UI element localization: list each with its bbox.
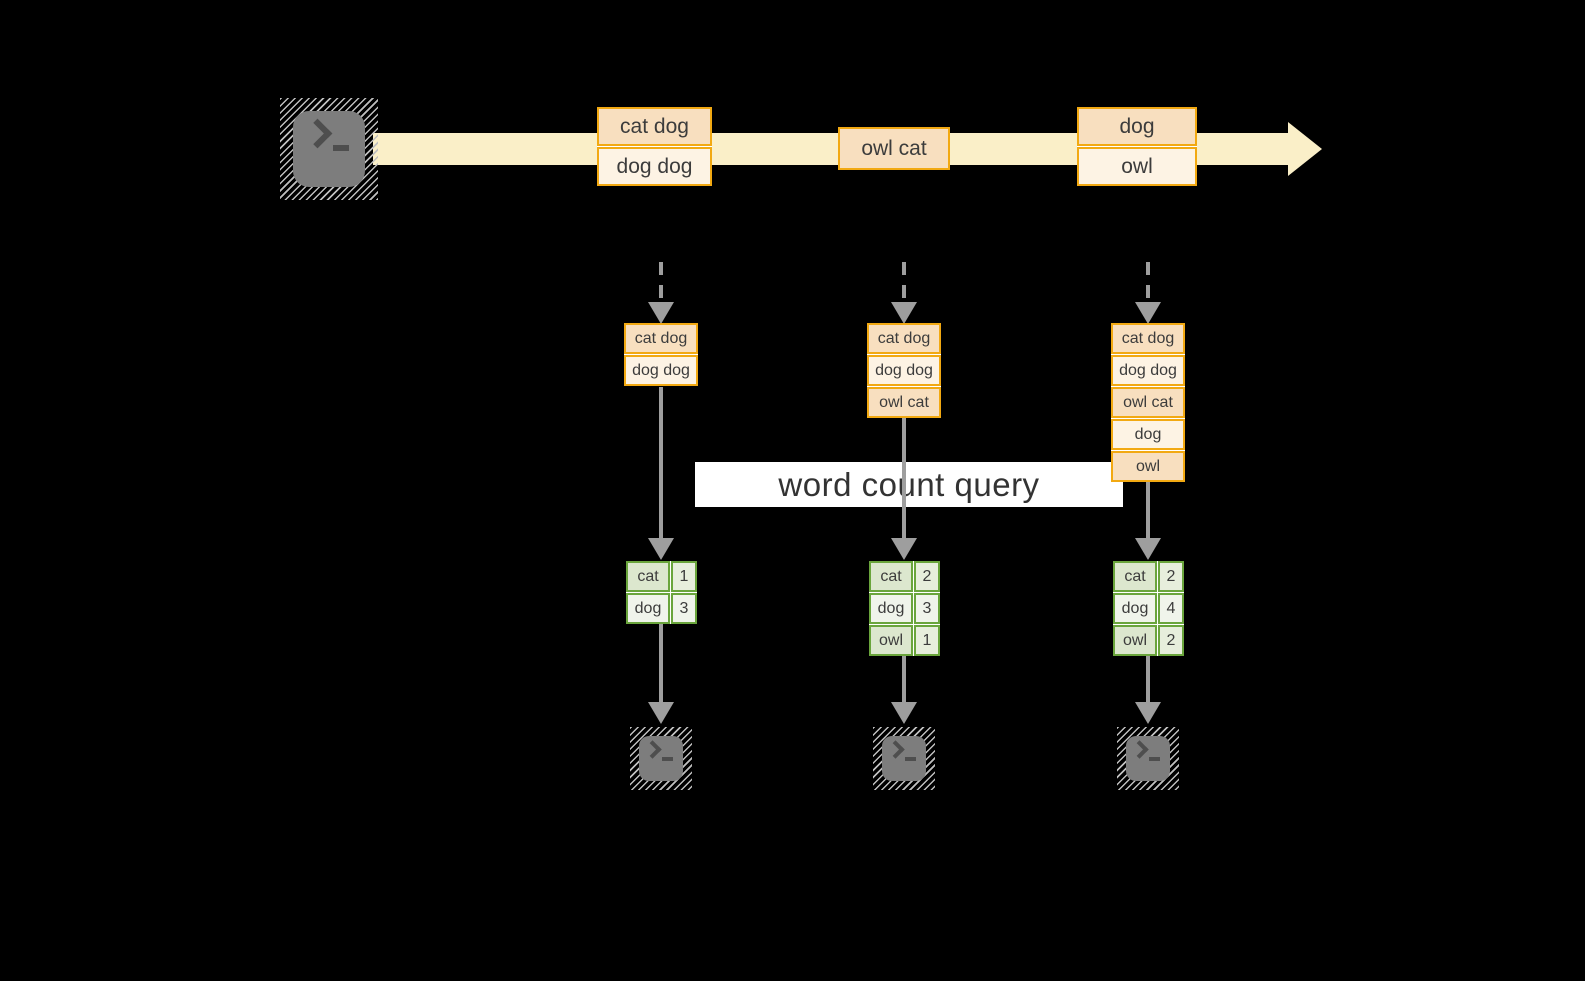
input-row: cat dog — [1111, 323, 1185, 354]
result-word: owl — [869, 625, 913, 656]
result-count: 2 — [1158, 625, 1184, 656]
prompt-underscore-icon — [1149, 757, 1160, 761]
result-count: 1 — [914, 625, 940, 656]
input-row: cat dog — [867, 323, 941, 354]
sink-arrowhead-1 — [648, 702, 674, 724]
sink-terminal-icon-1 — [630, 727, 692, 790]
query-label: word count query — [778, 465, 1040, 503]
prompt-chevron-icon — [886, 740, 905, 759]
input-table-1: cat dog dog dog — [624, 323, 698, 386]
result-word: dog — [869, 593, 913, 624]
input-table-3: cat dog dog dog owl cat dog owl — [1111, 323, 1185, 482]
terminal-screen — [1126, 736, 1170, 781]
terminal-screen — [639, 736, 683, 781]
stream-batch-2: owl cat — [838, 127, 950, 170]
result-word: cat — [869, 561, 913, 592]
input-row: dog dog — [867, 355, 941, 386]
input-table-2: cat dog dog dog owl cat — [867, 323, 941, 418]
query-label-band: word count query — [695, 462, 1123, 507]
result-count: 2 — [914, 561, 940, 592]
sink-arrowhead-3 — [1135, 702, 1161, 724]
result-table-3: cat 2 dog 4 owl 2 — [1113, 561, 1184, 656]
sink-terminal-icon-3 — [1117, 727, 1179, 790]
result-count: 4 — [1158, 593, 1184, 624]
prompt-chevron-icon — [643, 740, 662, 759]
result-count: 3 — [671, 593, 697, 624]
input-row: owl cat — [1111, 387, 1185, 418]
input-row: cat dog — [624, 323, 698, 354]
result-table-2: cat 2 dog 3 owl 1 — [869, 561, 940, 656]
result-count: 1 — [671, 561, 697, 592]
prompt-underscore-icon — [905, 757, 916, 761]
sink-arrow-shaft-3 — [1146, 656, 1150, 702]
result-count: 3 — [914, 593, 940, 624]
query-arrow-shaft-1 — [659, 387, 663, 538]
trigger-arrow-shaft-1 — [659, 262, 663, 302]
terminal-screen — [882, 736, 926, 781]
input-row: dog dog — [624, 355, 698, 386]
terminal-screen — [293, 111, 365, 187]
stream-batch-3: dog owl — [1077, 107, 1197, 186]
stream-event: dog — [1077, 107, 1197, 146]
query-arrowhead-1 — [648, 538, 674, 560]
result-word: cat — [1113, 561, 1157, 592]
source-terminal-icon — [280, 98, 378, 200]
prompt-chevron-icon — [302, 118, 333, 149]
trigger-arrowhead-3 — [1135, 302, 1161, 324]
input-row: owl — [1111, 451, 1185, 482]
result-word: cat — [626, 561, 670, 592]
query-arrow-shaft-2 — [902, 418, 906, 538]
trigger-arrow-shaft-3 — [1146, 262, 1150, 302]
trigger-arrowhead-1 — [648, 302, 674, 324]
stream-event: dog dog — [597, 147, 712, 186]
trigger-arrow-shaft-2 — [902, 262, 906, 302]
input-row: owl cat — [867, 387, 941, 418]
stream-event: cat dog — [597, 107, 712, 146]
sink-arrowhead-2 — [891, 702, 917, 724]
query-arrowhead-2 — [891, 538, 917, 560]
stream-timeline-arrowhead-icon — [1288, 122, 1322, 176]
stream-event: owl cat — [838, 127, 950, 170]
result-word: dog — [1113, 593, 1157, 624]
result-word: owl — [1113, 625, 1157, 656]
prompt-chevron-icon — [1130, 740, 1149, 759]
prompt-underscore-icon — [662, 757, 673, 761]
stream-event: owl — [1077, 147, 1197, 186]
input-row: dog — [1111, 419, 1185, 450]
result-count: 2 — [1158, 561, 1184, 592]
result-table-1: cat 1 dog 3 — [626, 561, 697, 624]
input-row: dog dog — [1111, 355, 1185, 386]
query-arrow-shaft-3 — [1146, 482, 1150, 538]
sink-terminal-icon-2 — [873, 727, 935, 790]
sink-arrow-shaft-1 — [659, 624, 663, 702]
trigger-arrowhead-2 — [891, 302, 917, 324]
query-arrowhead-3 — [1135, 538, 1161, 560]
prompt-underscore-icon — [333, 145, 349, 151]
sink-arrow-shaft-2 — [902, 656, 906, 702]
result-word: dog — [626, 593, 670, 624]
stream-batch-1: cat dog dog dog — [597, 107, 712, 186]
